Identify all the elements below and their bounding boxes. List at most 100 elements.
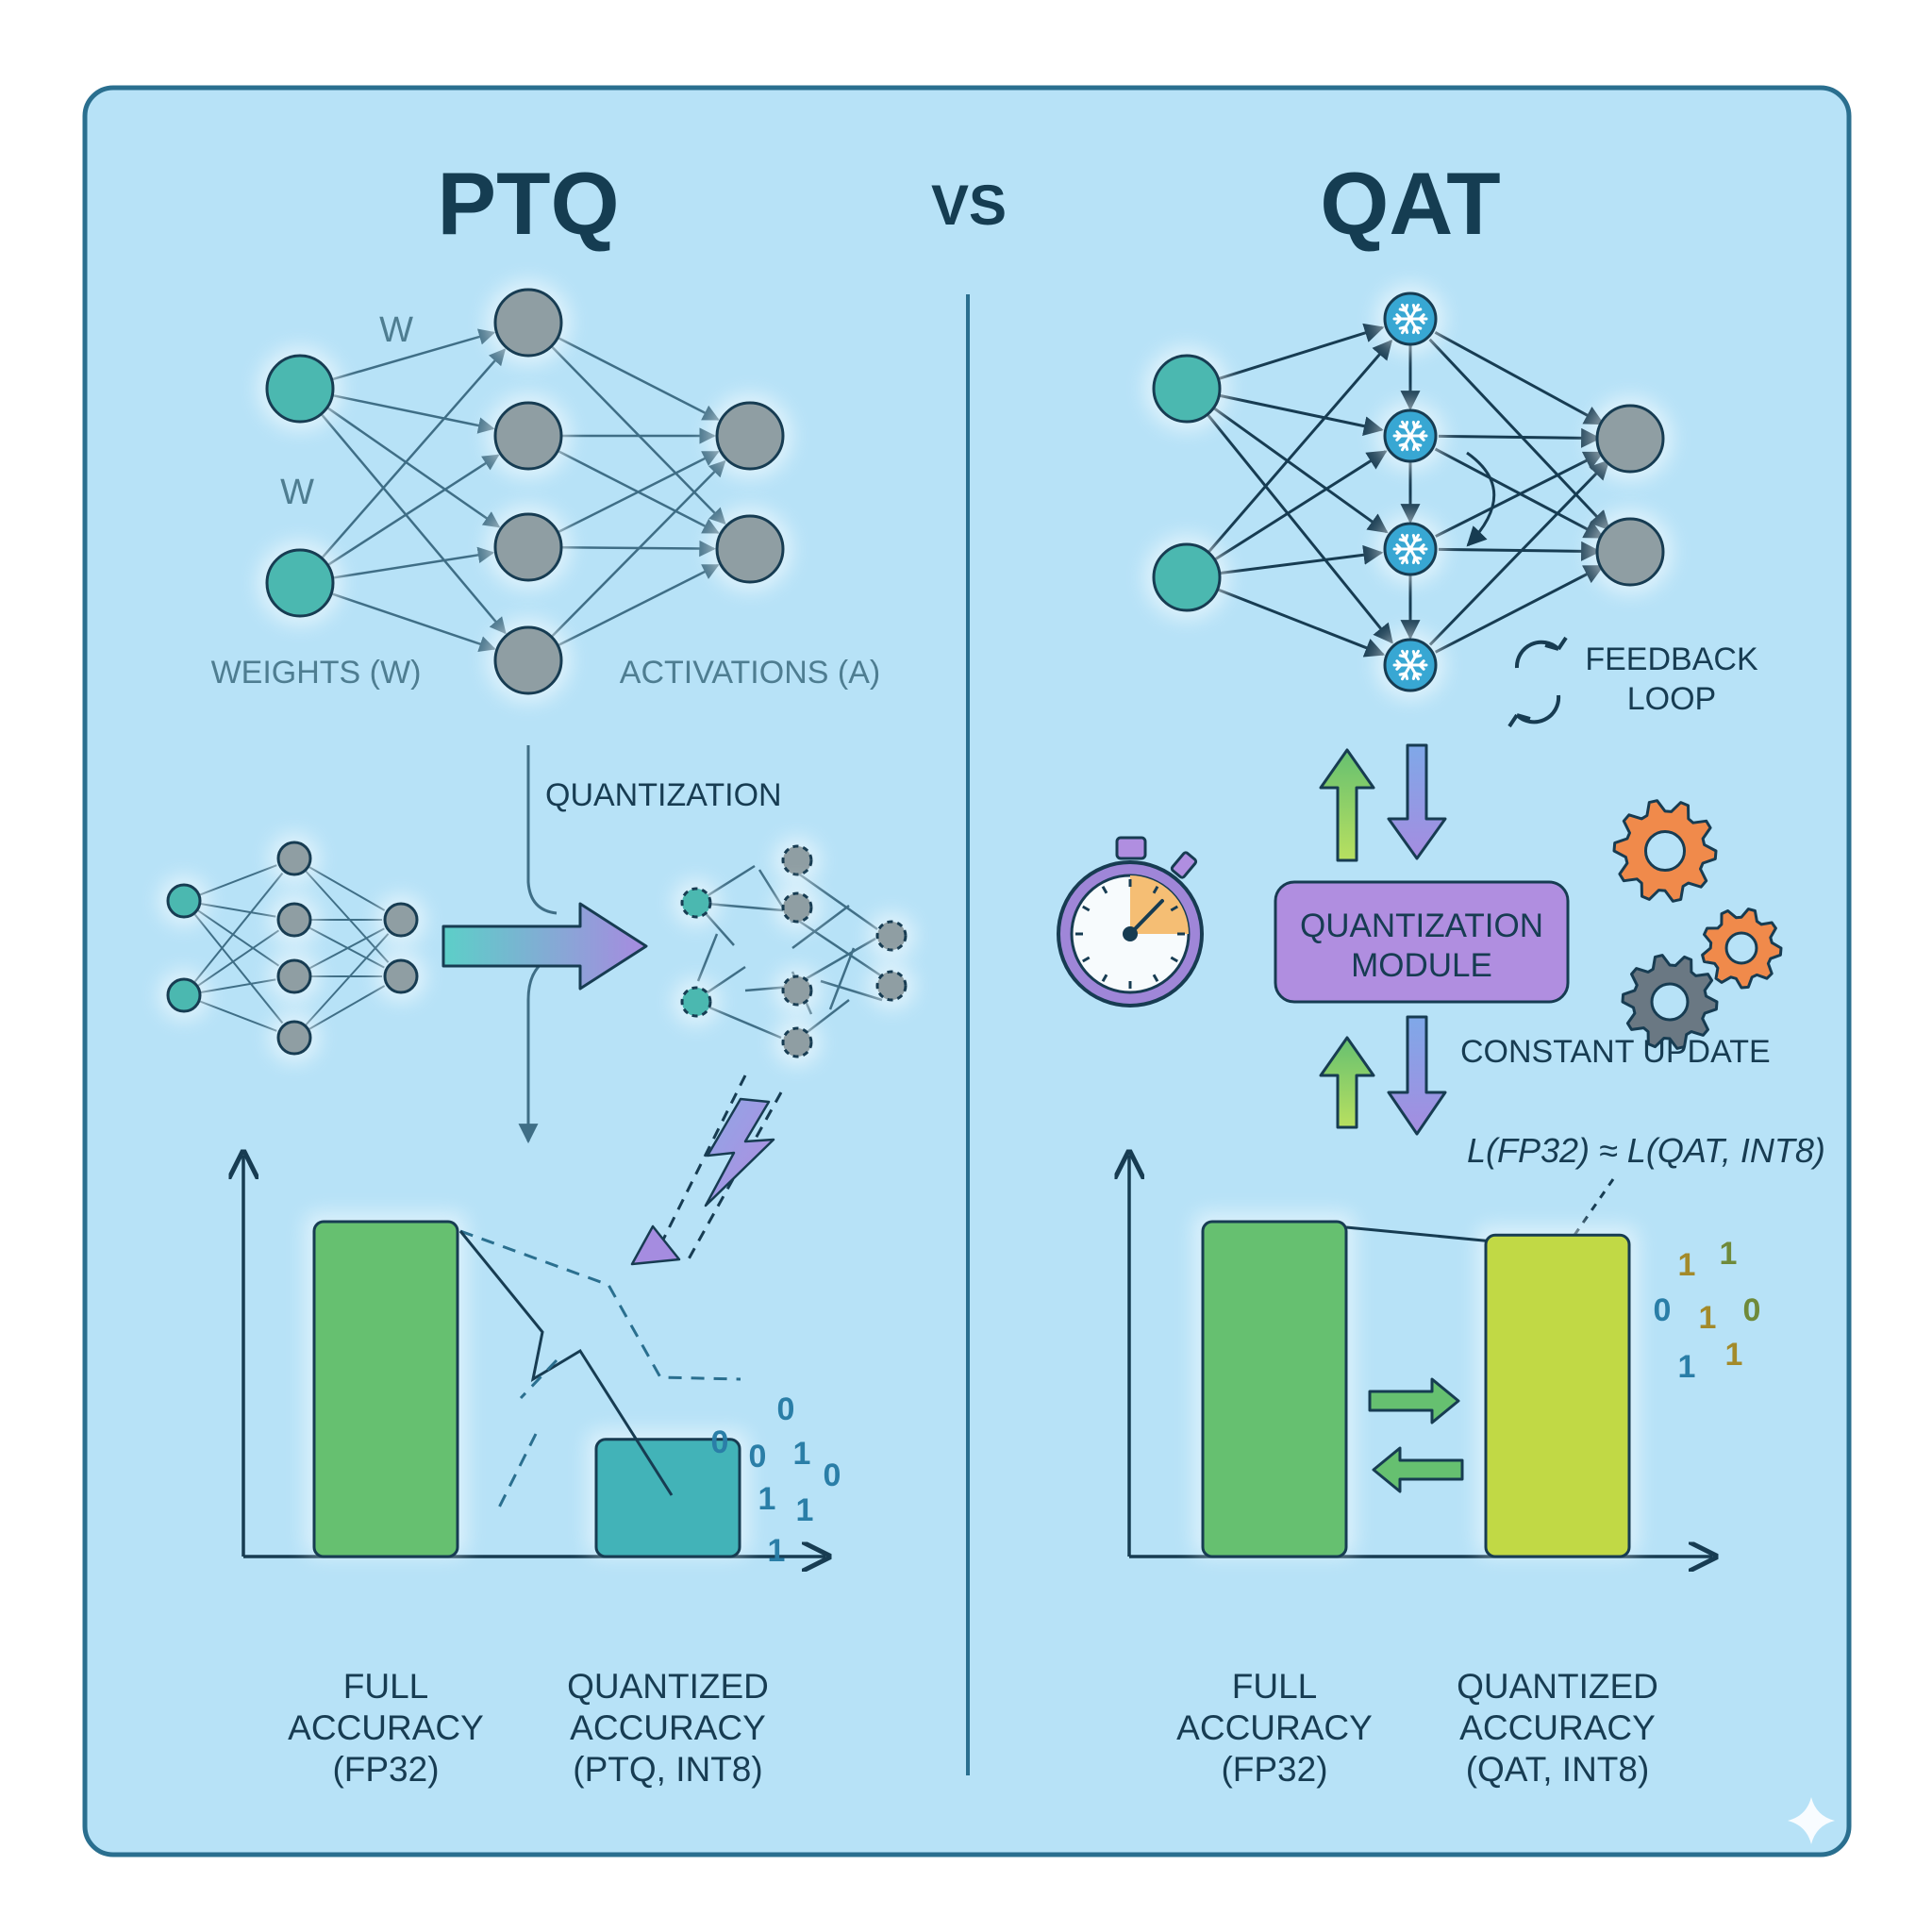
binary-digit: 0 (749, 1439, 767, 1474)
network-edge (308, 985, 386, 1031)
ptq-bar-label: (FP32) (332, 1750, 439, 1789)
small-hidden-node (276, 902, 312, 938)
gears-icon (1612, 799, 1783, 1050)
network-edge (1210, 585, 1386, 658)
exchange-arrow-left (1372, 1446, 1464, 1493)
full-precision-small-network (158, 833, 426, 1063)
network-edge (550, 459, 726, 638)
qat-feedback-curve (1466, 451, 1496, 547)
qat-title: QAT (1320, 154, 1500, 253)
small-input-node (166, 977, 202, 1013)
hidden-node (493, 625, 563, 695)
binary-digit: 1 (793, 1436, 811, 1472)
binary-digit: 0 (777, 1391, 795, 1427)
ptq-bar-1 (594, 1438, 741, 1558)
qat-network (1144, 284, 1673, 700)
snowflake-icon (1392, 533, 1428, 565)
quantized-broken-network (673, 837, 915, 1066)
gear-gray-icon-hole (1650, 982, 1690, 1022)
module-up-arrow-bottom (1319, 1036, 1375, 1129)
constant-update-label: CONSTANT UPDATE (1460, 1034, 1771, 1070)
lightning-strike (630, 1074, 783, 1266)
snowflake-icon (1392, 303, 1428, 335)
ptq-bar-0 (312, 1220, 459, 1558)
binary-digit: 1 (1699, 1300, 1717, 1336)
qat-network-nodes (1144, 284, 1673, 700)
network-edge (1212, 544, 1384, 575)
network-edge (320, 412, 507, 635)
broken-edge (791, 905, 850, 949)
small-hidden-node (276, 1020, 312, 1056)
network-edge (330, 592, 496, 653)
qat-output-node (1595, 517, 1665, 587)
network-edge (1211, 323, 1385, 383)
weight-label-bottom: W (280, 473, 314, 512)
ptq-bar-label: QUANTIZED (567, 1667, 769, 1706)
stopwatch-tick (1170, 956, 1178, 963)
binary-digit: 1 (1720, 1236, 1738, 1272)
network-edge (332, 546, 495, 579)
feedback-loop-icon (1507, 636, 1568, 728)
network-edge (304, 869, 390, 963)
feedback-label-line-1: FEEDBACK (1585, 641, 1758, 677)
quantization-module-label-2: MODULE (1351, 947, 1492, 984)
binary-digit: 1 (796, 1492, 814, 1528)
qat-bar-0 (1201, 1220, 1348, 1558)
small-output-node (383, 902, 419, 938)
quantized-input-node (680, 986, 712, 1018)
gear-orange-small-icon-hole (1724, 931, 1758, 965)
qat-accuracy-link-line (1345, 1225, 1487, 1242)
qat-bar-label: (QAT, INT8) (1466, 1750, 1650, 1789)
gear-orange-large-icon-hole (1643, 829, 1687, 873)
quantized-input-node (680, 887, 712, 919)
qat-bar-label: (FP32) (1221, 1750, 1327, 1789)
qat-input-node (1152, 354, 1222, 424)
quantization-flow-line (526, 745, 558, 915)
loss-equation: L(FP32) ≈ L(QAT, INT8) (1467, 1131, 1825, 1241)
network-edge (198, 864, 277, 896)
hidden-node (493, 512, 563, 582)
ptq-network (258, 280, 792, 703)
network-edge (1428, 459, 1610, 646)
stopwatch-tick (1152, 886, 1159, 894)
qat-bar-label: ACCURACY (1459, 1708, 1656, 1747)
module-down-arrow-top (1387, 743, 1447, 860)
broken-edge (828, 947, 856, 1010)
network-edge (1207, 403, 1389, 534)
binary-digit: 1 (1678, 1247, 1696, 1283)
output-node (715, 401, 785, 471)
ptq-title: PTQ (437, 154, 619, 253)
network-edge (326, 454, 500, 567)
network-edge (196, 929, 280, 988)
snowflake-icon (1392, 420, 1428, 452)
qat-bar-label: QUANTIZED (1457, 1667, 1658, 1706)
network-edge (557, 336, 720, 421)
network-edge (332, 393, 495, 434)
network-edge (196, 908, 280, 967)
small-hidden-node (276, 958, 312, 994)
quantization-module-box (1274, 880, 1570, 1004)
stopwatch-tick (1152, 974, 1159, 982)
network-edge (308, 865, 386, 911)
stopwatch-tick (1101, 886, 1108, 894)
network-edge (192, 872, 284, 984)
binary-digit: 0 (1654, 1292, 1672, 1328)
ptq-drop-crack-line (458, 1230, 674, 1496)
network-edge (1434, 564, 1605, 654)
module-up-arrow-top (1319, 748, 1375, 862)
feedback-label-line-2: LOOP (1627, 681, 1716, 717)
quantized-hidden-node (781, 974, 813, 1007)
qat-input-node (1152, 542, 1222, 612)
broken-edge (801, 937, 876, 983)
network-edge (192, 912, 284, 1024)
ptq-drop-dashed-line (459, 1229, 741, 1381)
quantized-output-node (875, 970, 908, 1002)
exchange-arrow-right (1368, 1377, 1460, 1424)
binary-digit: 0 (711, 1424, 729, 1460)
qat-exchange-arrows (1368, 1377, 1464, 1493)
lightning-bolt-icon (704, 1097, 775, 1208)
small-output-node (383, 958, 419, 994)
ptq-bar-label: (PTQ, INT8) (573, 1750, 762, 1789)
